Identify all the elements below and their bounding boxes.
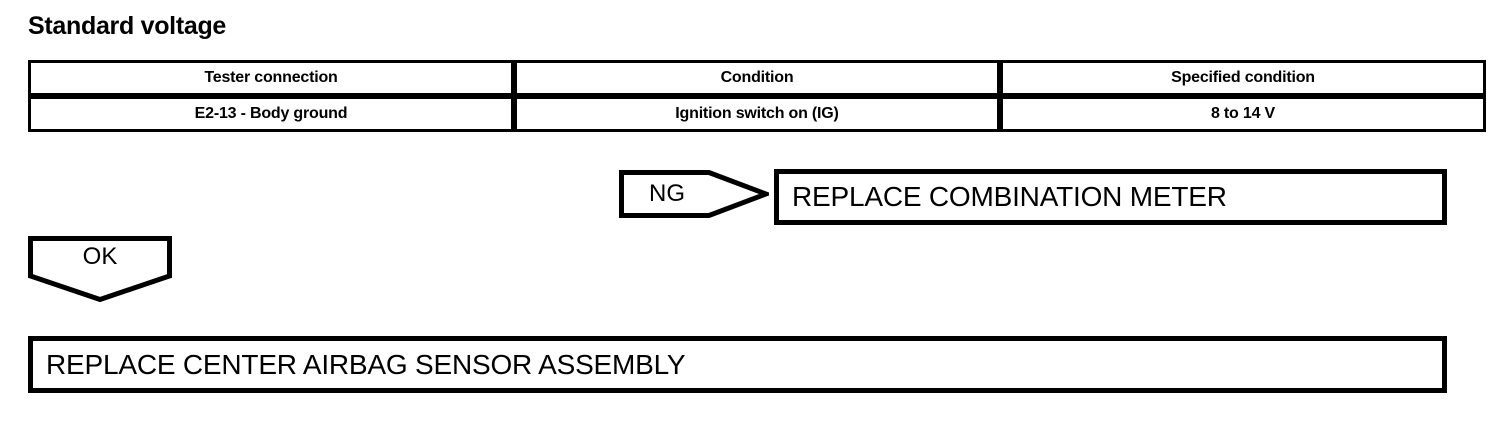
ok-arrow-label: OK xyxy=(82,243,118,270)
standard-voltage-table: Tester connection Condition Specified co… xyxy=(28,60,1486,132)
arrow-down-pentagon-icon xyxy=(28,236,172,302)
action-box-replace-combination-meter: REPLACE COMBINATION METER xyxy=(774,169,1447,225)
table-cell-specified-condition: 8 to 14 V xyxy=(1000,96,1486,132)
table-cell-condition: Ignition switch on (IG) xyxy=(514,96,1000,132)
table-header-condition: Condition xyxy=(514,60,1000,96)
table-header-row: Tester connection Condition Specified co… xyxy=(28,60,1486,96)
arrow-right-pentagon-icon xyxy=(619,170,769,218)
action-box-replace-center-airbag-sensor-assembly: REPLACE CENTER AIRBAG SENSOR ASSEMBLY xyxy=(28,336,1447,393)
action-box-label: REPLACE CENTER AIRBAG SENSOR ASSEMBLY xyxy=(46,348,686,380)
table-header-tester-connection: Tester connection xyxy=(28,60,514,96)
action-box-label: REPLACE COMBINATION METER xyxy=(792,181,1227,212)
table-row: E2-13 - Body ground Ignition switch on (… xyxy=(28,96,1486,132)
table-cell-tester-connection: E2-13 - Body ground xyxy=(28,96,514,132)
table-header-specified-condition: Specified condition xyxy=(1000,60,1486,96)
ng-flow-arrow: NG xyxy=(619,170,769,218)
ng-arrow-label: NG xyxy=(649,180,685,207)
page-title: Standard voltage xyxy=(28,12,227,40)
ok-flow-arrow: OK xyxy=(28,236,172,302)
